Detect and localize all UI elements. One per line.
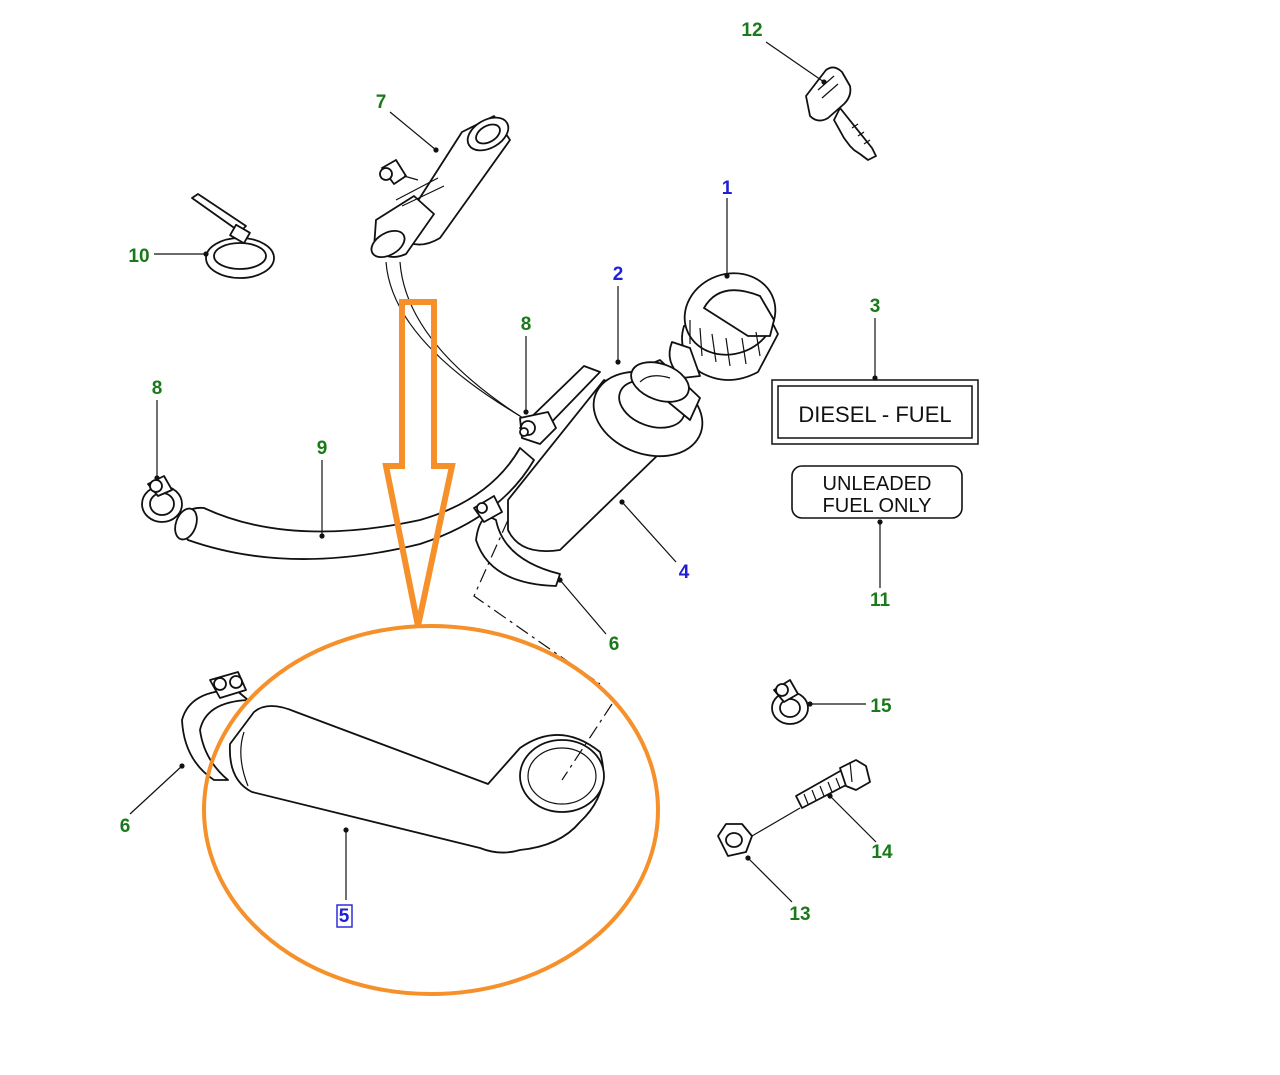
part-filler-cap	[668, 272, 779, 381]
part-tube-7	[370, 115, 527, 421]
callout-6-upper[interactable]: 6	[609, 634, 620, 655]
part-clamp-8-upper	[519, 411, 557, 445]
callout-numbers: 12 7 10 1 2 3 8 8 9 4 11 6 15 6 14 13 5	[120, 20, 893, 928]
part-key	[805, 66, 877, 161]
part-clamp-8-left	[141, 475, 183, 523]
callout-2[interactable]: 2	[613, 264, 624, 285]
callout-3[interactable]: 3	[870, 296, 881, 317]
callout-13[interactable]: 13	[789, 904, 810, 925]
callout-7[interactable]: 7	[376, 92, 387, 113]
callout-8-upper[interactable]: 8	[521, 314, 532, 335]
leader-lines	[129, 41, 883, 903]
callout-1[interactable]: 1	[722, 178, 733, 199]
part-hose-5	[229, 705, 605, 854]
callout-6-lower[interactable]: 6	[120, 816, 131, 837]
part-cable-tie	[191, 193, 275, 279]
diesel-label-text: DIESEL - FUEL	[798, 402, 951, 427]
callout-12[interactable]: 12	[741, 20, 762, 41]
callout-9[interactable]: 9	[317, 438, 328, 459]
part-clamp-6-lower	[181, 671, 249, 781]
highlight-ellipse	[202, 624, 660, 996]
callout-5-selection-box	[336, 904, 353, 928]
part-clamp-6-upper	[473, 495, 561, 587]
callout-5[interactable]: 5	[339, 906, 350, 927]
part-hose-9	[174, 447, 535, 560]
highlight-annotation	[202, 299, 660, 996]
unleaded-label-line1: UNLEADED	[823, 473, 932, 495]
callout-14[interactable]: 14	[871, 842, 893, 863]
callout-8-left[interactable]: 8	[152, 378, 163, 399]
part-bolt-14	[751, 759, 871, 837]
part-nut-13	[717, 823, 753, 857]
part-clip-15	[771, 679, 809, 725]
part-filler-neck	[507, 359, 704, 552]
callout-10[interactable]: 10	[128, 246, 149, 267]
callout-11[interactable]: 11	[870, 590, 891, 611]
highlight-arrow	[382, 299, 456, 627]
unleaded-label-line2: FUEL ONLY	[823, 495, 932, 517]
callout-4[interactable]: 4	[679, 562, 690, 583]
callout-15[interactable]: 15	[870, 696, 892, 717]
label-unleaded-fuel: UNLEADED FUEL ONLY	[791, 465, 963, 519]
label-diesel-fuel: DIESEL - FUEL	[771, 379, 979, 445]
